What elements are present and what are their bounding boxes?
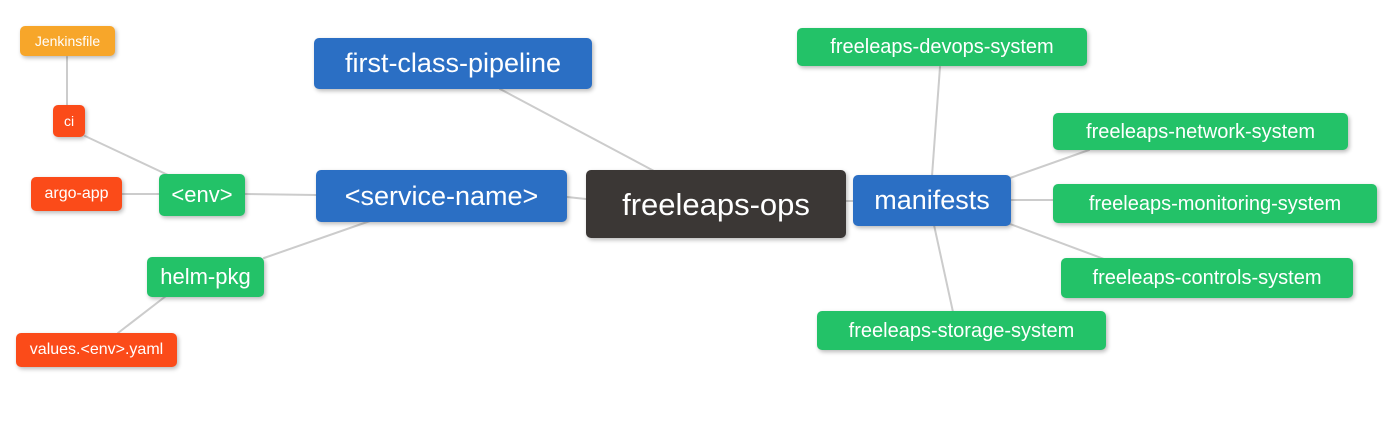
mindmap-node-label: <service-name> <box>344 180 539 211</box>
mindmap-node-label: <env> <box>171 182 233 207</box>
mindmap-node-manifests[interactable]: manifests <box>853 175 1011 226</box>
mindmap-node-env[interactable]: <env> <box>159 174 245 216</box>
edge-helm-pkg-to-service-name <box>263 220 371 259</box>
mindmap-node-label: manifests <box>874 185 990 215</box>
mindmap-node-freeleaps-storage-system[interactable]: freeleaps-storage-system <box>817 311 1106 350</box>
mindmap-node-values-env-yaml[interactable]: values.<env>.yaml <box>16 333 177 367</box>
mindmap-node-argo-app[interactable]: argo-app <box>31 177 122 211</box>
edge-env-to-service-name <box>244 193 317 196</box>
mindmap-node-freeleaps-monitoring-system[interactable]: freeleaps-monitoring-system <box>1053 184 1377 223</box>
edge-ci-to-env <box>84 135 169 176</box>
mindmap-node-label: Jenkinsfile <box>34 33 101 49</box>
mindmap-node-helm-pkg[interactable]: helm-pkg <box>147 257 264 297</box>
mindmap-node-label: freeleaps-network-system <box>1086 120 1315 143</box>
edge-manifests-to-freeleaps-controls-system <box>1009 223 1105 260</box>
mindmap-node-freeleaps-network-system[interactable]: freeleaps-network-system <box>1053 113 1348 150</box>
mindmap-node-label: freeleaps-controls-system <box>1092 267 1322 289</box>
mindmap-node-label: ci <box>63 113 75 129</box>
mindmap-node-service-name[interactable]: <service-name> <box>316 170 567 222</box>
mindmap-node-label: freeleaps-storage-system <box>848 319 1075 342</box>
mindmap-node-label: helm-pkg <box>160 264 251 289</box>
edge-manifests-to-freeleaps-network-system <box>1009 149 1090 179</box>
mindmap-node-freeleaps-ops[interactable]: freeleaps-ops <box>586 170 846 238</box>
edge-manifests-to-freeleaps-devops-system <box>931 66 941 177</box>
mindmap-node-ci[interactable]: ci <box>53 105 85 137</box>
mindmap-node-label: first-class-pipeline <box>344 48 562 78</box>
edge-first-class-pipeline-to-freeleaps-ops <box>499 88 655 172</box>
mindmap-node-label: argo-app <box>44 185 109 202</box>
mindmap-node-first-class-pipeline[interactable]: first-class-pipeline <box>314 38 592 89</box>
mindmap-node-label: freeleaps-ops <box>622 186 810 222</box>
mindmap-node-label: freeleaps-devops-system <box>830 36 1054 58</box>
mindmap-node-label: values.<env>.yaml <box>29 341 164 358</box>
edge-helm-pkg-to-values-env-yaml <box>117 295 167 334</box>
mindmap-node-freeleaps-devops-system[interactable]: freeleaps-devops-system <box>797 28 1087 66</box>
mindmap-node-jenkinsfile[interactable]: Jenkinsfile <box>20 26 115 56</box>
edge-manifests-to-freeleaps-storage-system <box>933 224 954 313</box>
edge-service-name-to-freeleaps-ops <box>566 196 587 200</box>
mindmap-node-freeleaps-controls-system[interactable]: freeleaps-controls-system <box>1061 258 1353 298</box>
mindmap-node-label: freeleaps-monitoring-system <box>1088 192 1342 215</box>
